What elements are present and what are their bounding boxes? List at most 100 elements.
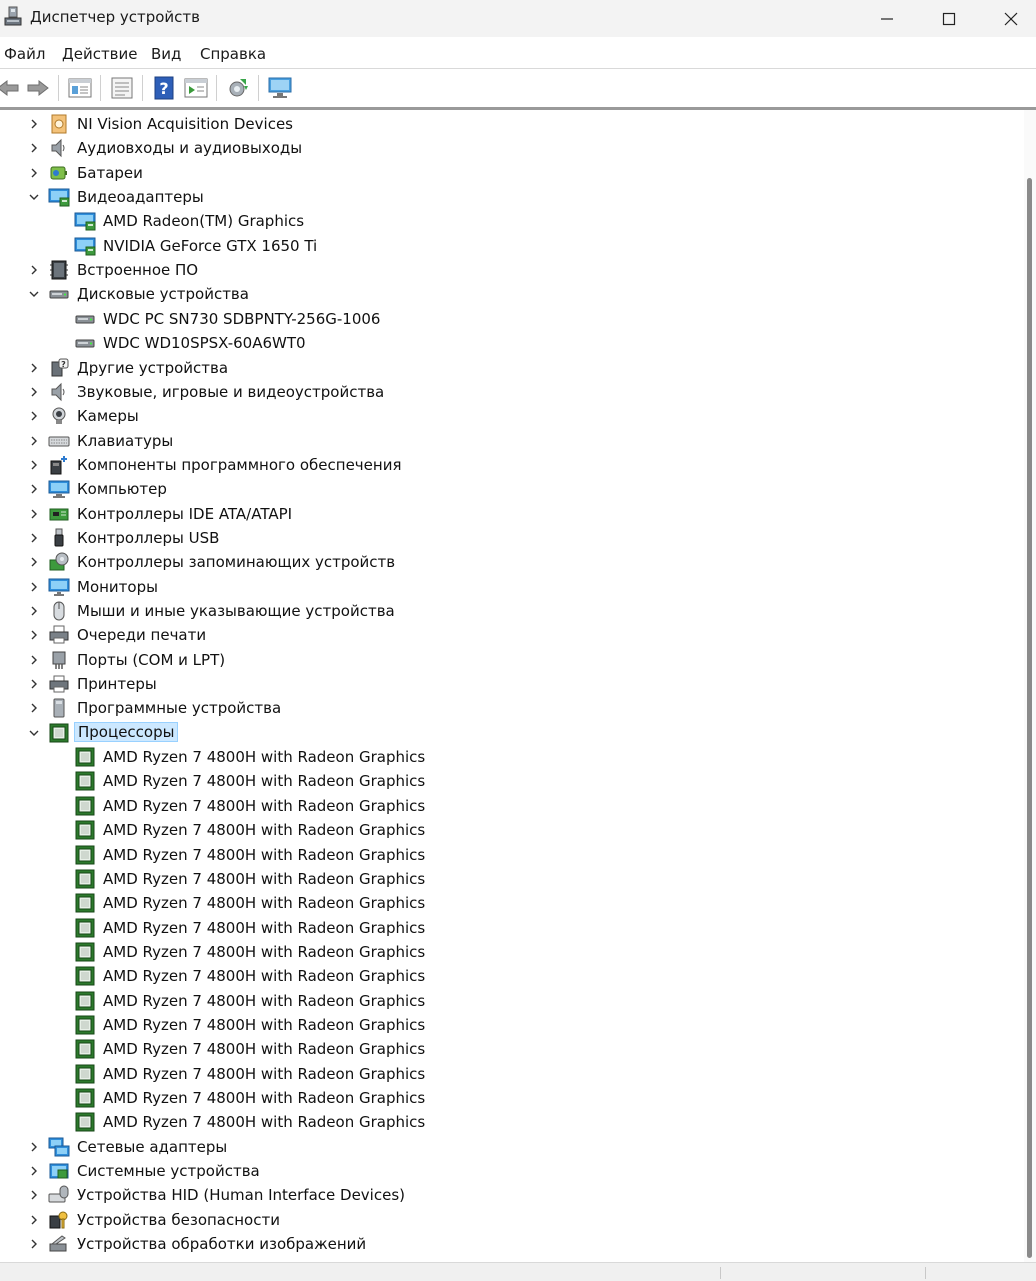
- tree-device[interactable]: AMD Ryzen 7 4800H with Radeon Graphics: [0, 1062, 1000, 1086]
- tree-device[interactable]: AMD Ryzen 7 4800H with Radeon Graphics: [0, 867, 1000, 891]
- chevron-right-icon[interactable]: [26, 165, 42, 181]
- tree-category[interactable]: Контроллеры USB: [0, 526, 1000, 550]
- tree-device[interactable]: AMD Ryzen 7 4800H with Radeon Graphics: [0, 1110, 1000, 1134]
- tree-device[interactable]: AMD Ryzen 7 4800H with Radeon Graphics: [0, 745, 1000, 769]
- chevron-right-icon[interactable]: [26, 1236, 42, 1252]
- tree-device[interactable]: NVIDIA GeForce GTX 1650 Ti: [0, 234, 1000, 258]
- back-button[interactable]: [0, 74, 22, 102]
- tree-item-label: Встроенное ПО: [77, 261, 199, 279]
- chevron-right-icon[interactable]: [26, 1212, 42, 1228]
- tree-device[interactable]: AMD Radeon(TM) Graphics: [0, 209, 1000, 233]
- close-button[interactable]: [980, 0, 1036, 37]
- chevron-down-icon[interactable]: [26, 725, 42, 741]
- tree-category[interactable]: Дисковые устройства: [0, 282, 1000, 306]
- chevron-right-icon[interactable]: [26, 530, 42, 546]
- tree-category[interactable]: Видеоадаптеры: [0, 185, 1000, 209]
- tree-category[interactable]: Встроенное ПО: [0, 258, 1000, 282]
- tree-category[interactable]: Батареи: [0, 161, 1000, 185]
- title-bar: Диспетчер устройств: [0, 0, 1036, 37]
- tree-category[interactable]: Устройства безопасности: [0, 1208, 1000, 1232]
- tree-category[interactable]: Мыши и иные указывающие устройства: [0, 599, 1000, 623]
- tree-device[interactable]: AMD Ryzen 7 4800H with Radeon Graphics: [0, 769, 1000, 793]
- chevron-down-icon[interactable]: [26, 189, 42, 205]
- chevron-right-icon[interactable]: [26, 140, 42, 156]
- tree-category[interactable]: Камеры: [0, 404, 1000, 428]
- chevron-right-icon[interactable]: [26, 1187, 42, 1203]
- tree-device[interactable]: AMD Ryzen 7 4800H with Radeon Graphics: [0, 794, 1000, 818]
- tree-category[interactable]: Устройства HID (Human Interface Devices): [0, 1183, 1000, 1207]
- tree-device[interactable]: AMD Ryzen 7 4800H with Radeon Graphics: [0, 1013, 1000, 1037]
- chevron-right-icon[interactable]: [26, 262, 42, 278]
- chevron-right-icon[interactable]: [26, 700, 42, 716]
- update-driver-button[interactable]: [224, 74, 252, 102]
- maximize-button[interactable]: [918, 0, 980, 37]
- tree-item-label: Компьютер: [77, 480, 167, 498]
- chevron-right-icon[interactable]: [26, 384, 42, 400]
- tree-category[interactable]: Принтеры: [0, 672, 1000, 696]
- chevron-right-icon[interactable]: [26, 676, 42, 692]
- tree-category[interactable]: Сетевые адаптеры: [0, 1135, 1000, 1159]
- chevron-right-icon[interactable]: [26, 554, 42, 570]
- properties-button[interactable]: [66, 74, 94, 102]
- chevron-right-icon[interactable]: [26, 506, 42, 522]
- tree-category[interactable]: Звуковые, игровые и видеоустройства: [0, 380, 1000, 404]
- scan-hardware-button[interactable]: [266, 74, 294, 102]
- help-button[interactable]: ?: [150, 74, 178, 102]
- minimize-button[interactable]: [856, 0, 918, 37]
- tree-device[interactable]: AMD Ryzen 7 4800H with Radeon Graphics: [0, 891, 1000, 915]
- processor-icon: [74, 1015, 96, 1035]
- tree-category[interactable]: Порты (COM и LPT): [0, 648, 1000, 672]
- chevron-right-icon[interactable]: [26, 579, 42, 595]
- tree-category[interactable]: ?Другие устройства: [0, 356, 1000, 380]
- tree-device[interactable]: AMD Ryzen 7 4800H with Radeon Graphics: [0, 916, 1000, 940]
- tree-device[interactable]: AMD Ryzen 7 4800H with Radeon Graphics: [0, 989, 1000, 1013]
- tree-device[interactable]: AMD Ryzen 7 4800H with Radeon Graphics: [0, 964, 1000, 988]
- menu-view[interactable]: Вид: [151, 45, 182, 63]
- tree-category[interactable]: Аудиовходы и аудиовыходы: [0, 136, 1000, 160]
- menu-action[interactable]: Действие: [62, 45, 138, 63]
- chevron-right-icon[interactable]: [26, 603, 42, 619]
- tree-category[interactable]: Процессоры: [0, 721, 1000, 745]
- chevron-right-icon[interactable]: [26, 360, 42, 376]
- list-view-button[interactable]: [108, 74, 136, 102]
- tree-category[interactable]: Клавиатуры: [0, 429, 1000, 453]
- toolbar: ?: [0, 69, 1036, 107]
- tree-device[interactable]: WDC WD10SPSX-60A6WT0: [0, 331, 1000, 355]
- tree-category[interactable]: Программные устройства: [0, 696, 1000, 720]
- tree-device[interactable]: AMD Ryzen 7 4800H with Radeon Graphics: [0, 1086, 1000, 1110]
- tree-category[interactable]: Системные устройства: [0, 1159, 1000, 1183]
- tree-category[interactable]: Очереди печати: [0, 623, 1000, 647]
- tree-item-label: AMD Ryzen 7 4800H with Radeon Graphics: [103, 1016, 426, 1034]
- chevron-right-icon[interactable]: [26, 481, 42, 497]
- chevron-right-icon[interactable]: [26, 116, 42, 132]
- tree-device[interactable]: AMD Ryzen 7 4800H with Radeon Graphics: [0, 940, 1000, 964]
- tree-device[interactable]: WDC PC SN730 SDBPNTY-256G-1006: [0, 307, 1000, 331]
- tree-category[interactable]: Мониторы: [0, 575, 1000, 599]
- action-view-button[interactable]: [182, 74, 210, 102]
- tree-item-label: Порты (COM и LPT): [77, 651, 226, 669]
- chevron-right-icon[interactable]: [26, 457, 42, 473]
- tree-device[interactable]: AMD Ryzen 7 4800H with Radeon Graphics: [0, 1037, 1000, 1061]
- tree-category[interactable]: Контроллеры IDE ATA/ATAPI: [0, 502, 1000, 526]
- scrollbar-thumb[interactable]: [1027, 178, 1032, 1258]
- software-component-icon: [48, 455, 70, 475]
- processor-icon: [74, 1112, 96, 1132]
- chevron-right-icon[interactable]: [26, 1139, 42, 1155]
- tree-device[interactable]: AMD Ryzen 7 4800H with Radeon Graphics: [0, 843, 1000, 867]
- tree-category[interactable]: Устройства обработки изображений: [0, 1232, 1000, 1256]
- chevron-right-icon[interactable]: [26, 1163, 42, 1179]
- tree-category[interactable]: Компоненты программного обеспечения: [0, 453, 1000, 477]
- menu-file[interactable]: Файл: [4, 45, 46, 63]
- chevron-right-icon[interactable]: [26, 627, 42, 643]
- chevron-right-icon[interactable]: [26, 433, 42, 449]
- chevron-right-icon[interactable]: [26, 652, 42, 668]
- chevron-down-icon[interactable]: [26, 286, 42, 302]
- tree-category[interactable]: Компьютер: [0, 477, 1000, 501]
- chevron-right-icon[interactable]: [26, 408, 42, 424]
- menu-help[interactable]: Справка: [200, 45, 267, 63]
- tree-device[interactable]: AMD Ryzen 7 4800H with Radeon Graphics: [0, 818, 1000, 842]
- tree-category[interactable]: NI Vision Acquisition Devices: [0, 112, 1000, 136]
- tree-category[interactable]: Контроллеры запоминающих устройств: [0, 550, 1000, 574]
- forward-button[interactable]: [24, 74, 52, 102]
